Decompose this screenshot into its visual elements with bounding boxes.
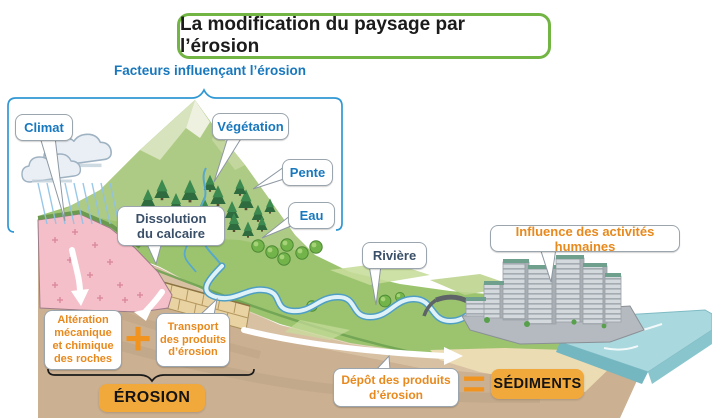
label-eau: Eau	[288, 202, 335, 229]
label-dissolution-calcaire: Dissolution du calcaire	[117, 206, 225, 246]
erosion-badge-text: ÉROSION	[113, 389, 191, 406]
erosion-badge: ÉROSION	[99, 384, 205, 412]
label-influence-humaine: Influence des activités humaines	[490, 223, 680, 254]
equals-operator-text: =	[462, 362, 486, 406]
factors-heading-text: Facteurs influençant l’érosion	[113, 63, 307, 78]
page-title: La modification du paysage par l’érosion	[177, 13, 551, 59]
label-transport: Transport des produits d’érosion	[156, 313, 230, 367]
plus-operator-text: +	[124, 312, 152, 364]
label-vegetation: Végétation	[212, 113, 289, 140]
label-riviere-text: Rivière	[372, 248, 417, 263]
erosion-brace	[47, 368, 255, 383]
label-vegetation-text: Végétation	[217, 119, 284, 134]
factors-bracket	[7, 88, 343, 233]
label-eau-text: Eau	[299, 208, 324, 223]
label-riviere: Rivière	[362, 242, 427, 269]
label-dissolution-text: Dissolution du calcaire	[135, 210, 207, 241]
coastal-city	[461, 255, 645, 345]
label-alteration-text: Altération mécanique et chimique des roc…	[52, 314, 114, 365]
equals-operator: =	[452, 362, 496, 406]
label-pente-text: Pente	[289, 165, 326, 180]
label-alteration: Altération mécanique et chimique des roc…	[44, 310, 122, 370]
page-title-text: La modification du paysage par l’érosion	[180, 14, 466, 57]
sediments-badge-text: SÉDIMENTS	[493, 376, 582, 392]
plus-operator: +	[116, 312, 160, 364]
erosion-transport-arrows	[69, 247, 463, 365]
label-climat-text: Climat	[24, 120, 64, 135]
factors-heading: Facteurs influençant l’érosion	[105, 63, 315, 78]
label-transport-text: Transport des produits d’érosion	[159, 320, 226, 359]
label-depot-text: Dépôt des produits d’érosion	[341, 373, 451, 402]
sediments-badge: SÉDIMENTS	[491, 369, 584, 399]
label-climat: Climat	[15, 114, 73, 141]
label-pente: Pente	[282, 159, 333, 186]
label-depot: Dépôt des produits d’érosion	[333, 368, 459, 407]
label-influence-text: Influence des activités humaines	[515, 223, 655, 254]
